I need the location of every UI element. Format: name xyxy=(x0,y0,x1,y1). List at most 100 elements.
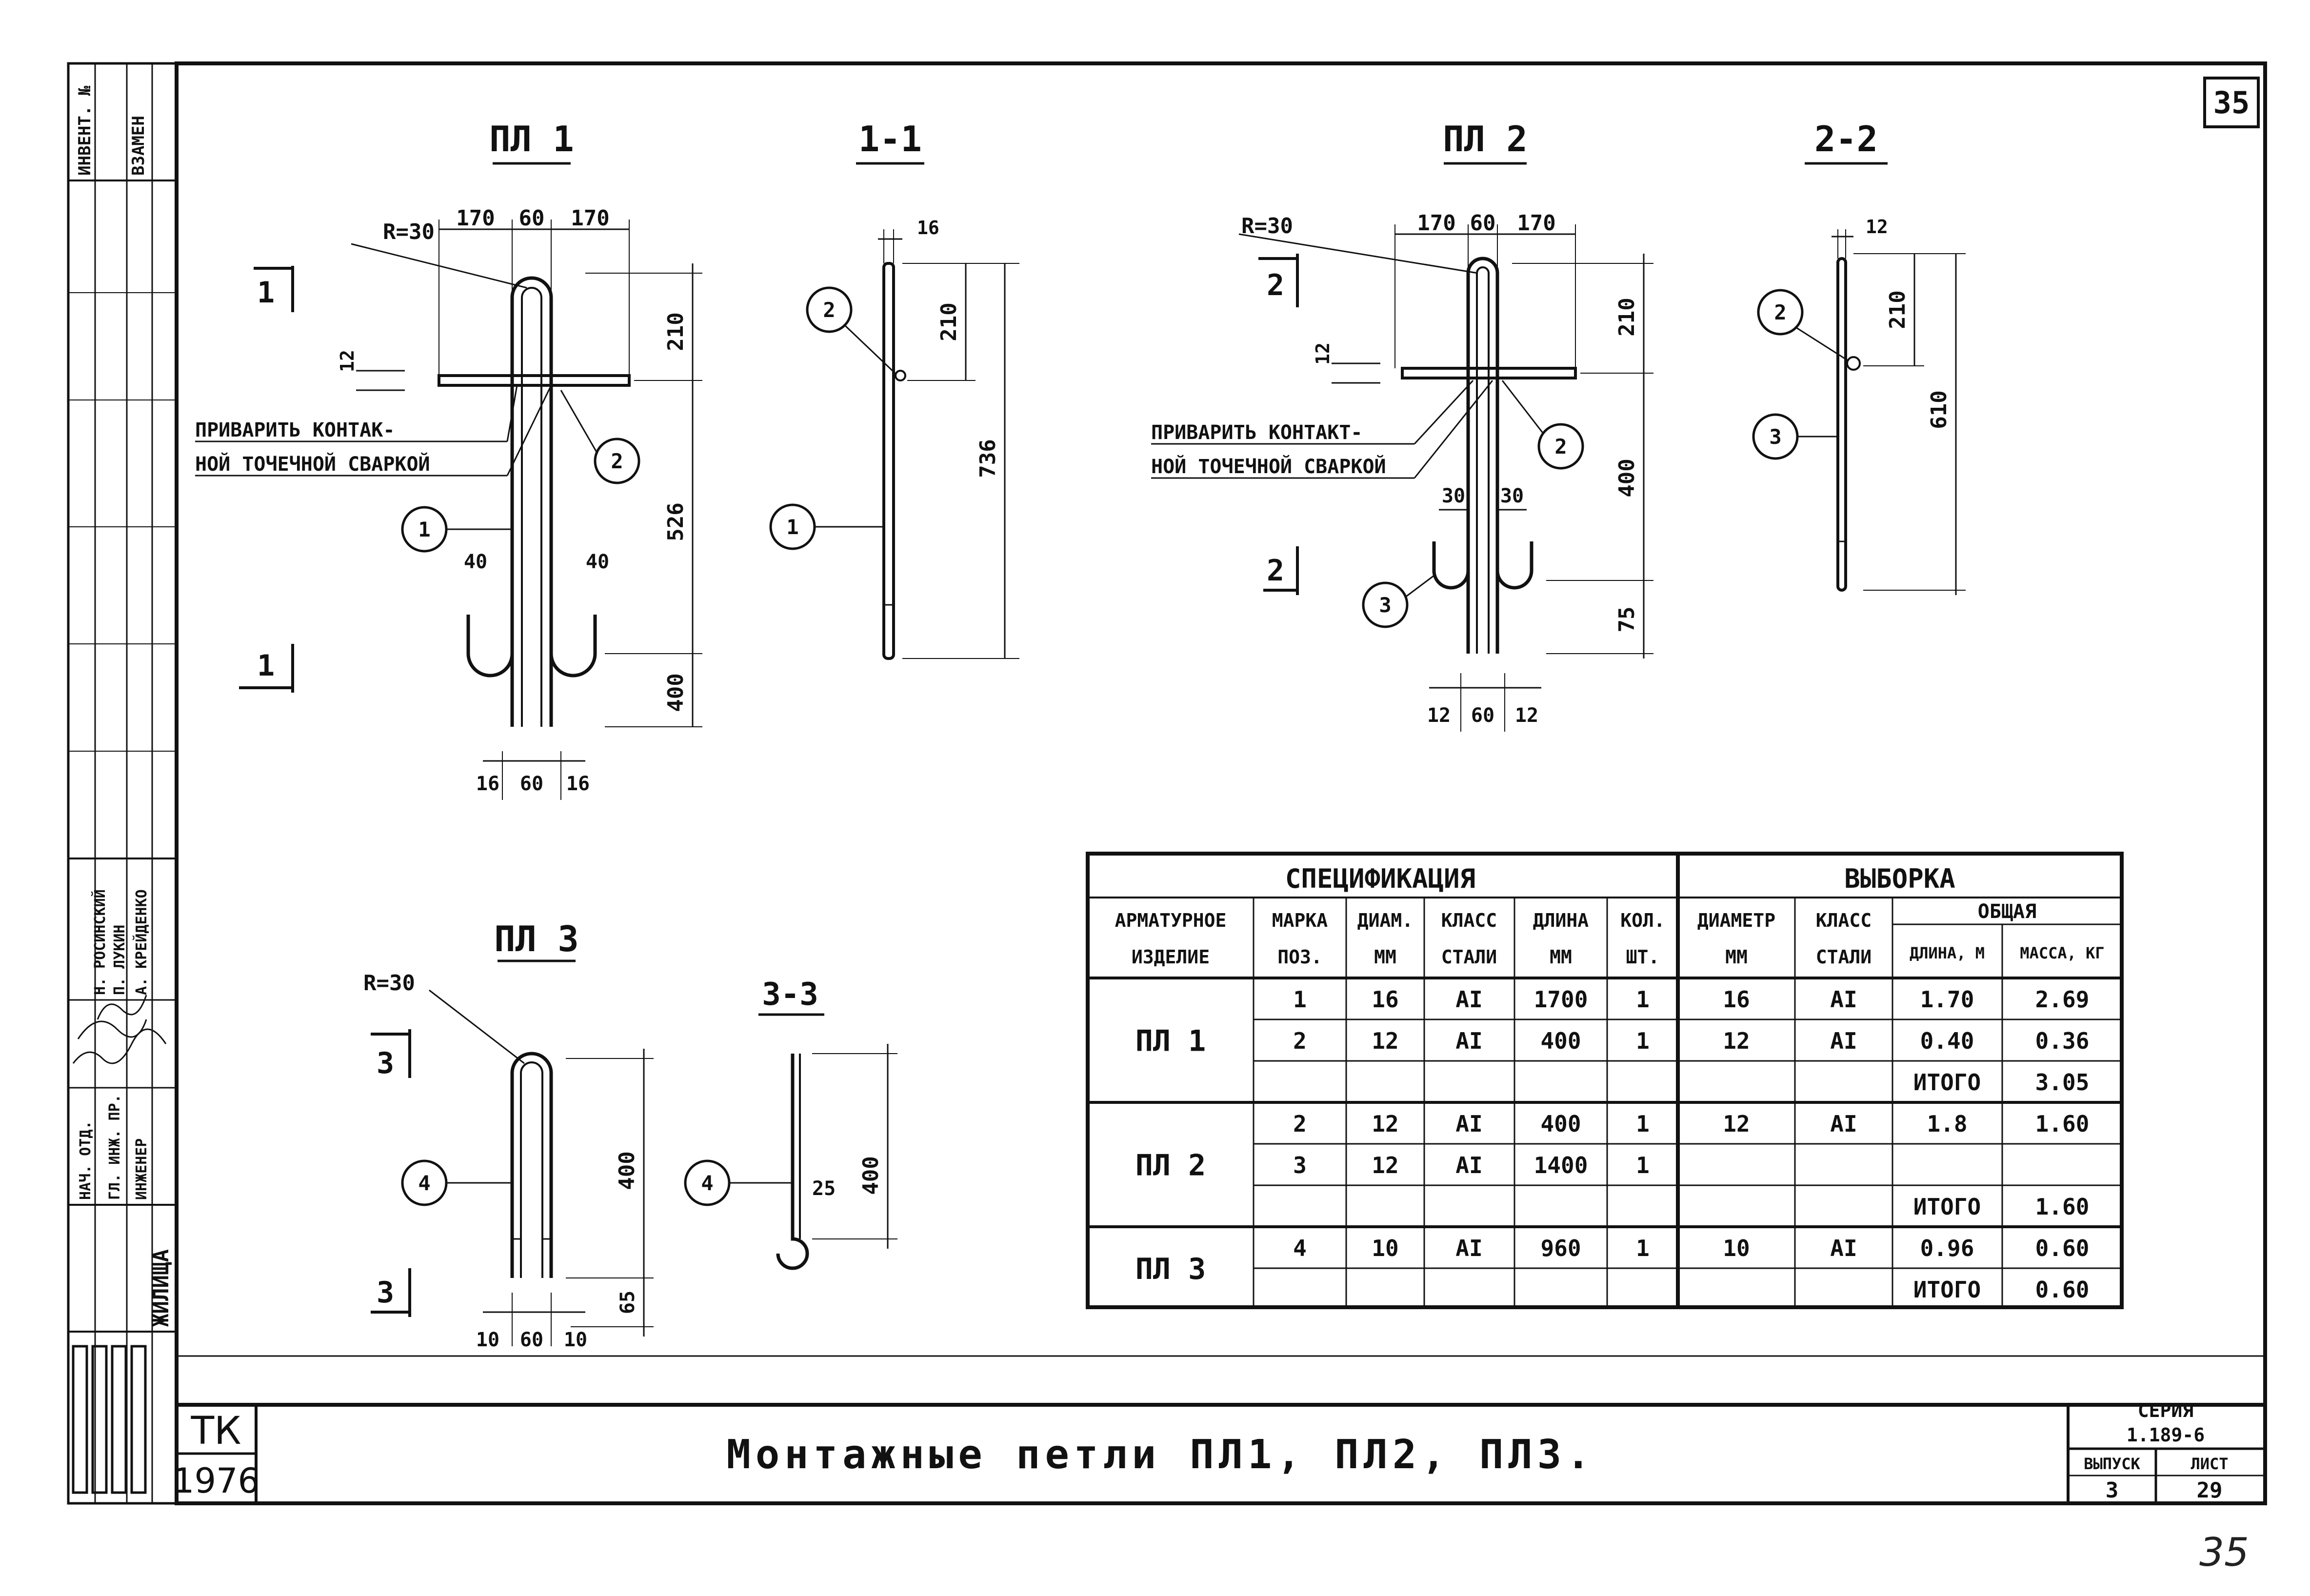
stamp-zamen-label: ВЗАМЕН xyxy=(129,116,148,176)
pl2-dim-t: 12 xyxy=(1312,342,1334,365)
title-block-year: 1976 xyxy=(173,1461,259,1501)
sec11-title: 1-1 xyxy=(858,119,922,160)
spec-table xyxy=(1086,852,2124,1309)
table-cell: 16 xyxy=(1372,986,1398,1013)
pl1-callout-2: 2 xyxy=(611,449,623,473)
title-block-code: ТК xyxy=(190,1409,241,1453)
title-block-title: Монтажные петли ПЛ1, ПЛ2, ПЛ3. xyxy=(726,1432,1595,1478)
pl2-dim-w1: 12 xyxy=(1427,704,1451,727)
pl3-title: ПЛ 3 xyxy=(494,918,578,959)
table-header-cell: КОЛ. xyxy=(1620,910,1665,931)
sec11-dim-h2: 736 xyxy=(976,439,1000,478)
stamp-role-3: ИНЖЕНЕР xyxy=(133,1138,150,1200)
sec22-dim-h1: 210 xyxy=(1885,290,1910,329)
table-cell: AI xyxy=(1830,1028,1857,1054)
table-cell: 4 xyxy=(1293,1235,1307,1261)
pl1-dim-w2: 60 xyxy=(520,773,543,795)
pl2-note-line1: ПРИВАРИТЬ КОНТАКТ- xyxy=(1151,421,1362,444)
pl1-dim-l2: 40 xyxy=(586,551,609,573)
view-pl1: ПЛ 1 xyxy=(195,119,702,800)
table-header-cell: СТАЛИ xyxy=(1441,946,1497,968)
sheet-number: 35 xyxy=(2213,85,2250,120)
title-block-series-label: СЕРИЯ xyxy=(2138,1400,2193,1421)
pl1-radius: R=30 xyxy=(383,219,435,244)
table-header-cell: ДИАМ. xyxy=(1357,910,1413,931)
title-block-issue-label: ВЫПУСК xyxy=(2084,1455,2140,1473)
pl2-note-line2: НОЙ ТОЧЕЧНОЙ СВАРКОЙ xyxy=(1151,455,1386,478)
pl3-radius: R=30 xyxy=(363,971,415,996)
pl3-dim-w1: 10 xyxy=(476,1329,499,1351)
table-cell: AI xyxy=(1455,1152,1482,1178)
table-cell: 0.40 xyxy=(1920,1028,1974,1054)
table-vyb-title: ВЫБОРКА xyxy=(1844,863,1955,894)
table-header-cell: ММ xyxy=(1374,946,1396,968)
table-header-cell: ДИАМЕТР xyxy=(1697,910,1775,931)
pl3-dim-h1: 400 xyxy=(615,1151,639,1190)
table-cell: 1 xyxy=(1293,986,1307,1013)
table-cell: 0.60 xyxy=(2035,1235,2090,1261)
table-cell: ИТОГО xyxy=(1913,1069,1981,1096)
table-header-cell: МАРКА xyxy=(1272,910,1328,931)
table-spec-title: СПЕЦИФИКАЦИЯ xyxy=(1285,863,1475,894)
title-block-sheet-label: ЛИСТ xyxy=(2191,1455,2228,1473)
table-header-cell: ММ xyxy=(1550,946,1572,968)
table-header-cell: СТАЛИ xyxy=(1816,946,1872,968)
table-cell: 0.96 xyxy=(1920,1235,1974,1261)
table-cell: 12 xyxy=(1723,1111,1750,1137)
table-header-cell: ММ xyxy=(1725,946,1748,968)
table-cell: 12 xyxy=(1723,1028,1750,1054)
view-sec22 xyxy=(1752,162,1966,595)
pl1-note-line1: ПРИВАРИТЬ КОНТАК- xyxy=(195,419,395,441)
table-cell: 3 xyxy=(1293,1152,1307,1178)
table-cell: 1.70 xyxy=(1920,986,1974,1013)
pl3-dim-w2: 60 xyxy=(520,1329,543,1351)
sec11-callout-1: 1 xyxy=(786,515,798,539)
table-cell: ИТОГО xyxy=(1913,1194,1981,1220)
pl3-callout-4: 4 xyxy=(418,1171,430,1195)
pl3-cut-top: 3 xyxy=(377,1046,394,1080)
table-cell: 0.60 xyxy=(2035,1277,2090,1303)
stamp-org: ЖИЛИЩА xyxy=(149,1249,174,1327)
sec11-dim-h1: 210 xyxy=(936,302,961,341)
pl2-cut-bottom: 2 xyxy=(1267,554,1284,588)
pl1-dim-c: 170 xyxy=(571,206,609,231)
view-sec11 xyxy=(769,162,1019,660)
pl1-dim-h1: 210 xyxy=(663,312,688,351)
pl2-dim-c: 170 xyxy=(1517,211,1555,236)
pl2-dim-l2: 30 xyxy=(1500,485,1524,507)
title-block-issue-value: 3 xyxy=(2106,1478,2119,1503)
stamp-name-2: П. ЛУКИН xyxy=(111,925,128,996)
table-cell: 12 xyxy=(1372,1028,1398,1054)
table-cell: 10 xyxy=(1372,1235,1398,1261)
stamp-role-1: НАЧ. ОТД. xyxy=(77,1120,94,1200)
table-cell: 10 xyxy=(1723,1235,1750,1261)
title-block-sheet-value: 29 xyxy=(2197,1478,2223,1503)
pl2-dim-h1: 210 xyxy=(1614,298,1639,336)
table-header-cell: ШТ. xyxy=(1626,946,1660,968)
table-cell: AI xyxy=(1830,1235,1857,1261)
table-cell: 1.8 xyxy=(1927,1111,1967,1137)
sec22-dim-d: 12 xyxy=(1866,216,1888,238)
table-cell: 1 xyxy=(1636,1152,1650,1178)
pl1-dim-t: 12 xyxy=(337,350,358,372)
pl3-dim-w3: 10 xyxy=(564,1329,587,1351)
table-header-cell: КЛАСС xyxy=(1441,910,1497,931)
pl1-dim-h2: 526 xyxy=(663,502,688,541)
handwritten-page-number: 35 xyxy=(2199,1530,2249,1575)
sec22-title: 2-2 xyxy=(1814,119,1878,160)
table-header-cell: МАССА, КГ xyxy=(2020,944,2104,962)
table-headers: АРМАТУРНОЕИЗДЕЛИЕМАРКАПОЗ.ДИАМ.ММКЛАСССТ… xyxy=(1115,910,2105,968)
table-cell: 1 xyxy=(1636,1235,1650,1261)
table-cell: 1 xyxy=(1636,986,1650,1013)
table-cell: 400 xyxy=(1540,1028,1581,1054)
left-stamp xyxy=(67,62,178,1505)
pl2-title: ПЛ 2 xyxy=(1443,119,1527,160)
table-cell: 0.36 xyxy=(2035,1028,2090,1054)
pl2-callout-2: 2 xyxy=(1554,435,1567,459)
pl2-dim-a: 170 xyxy=(1417,211,1455,236)
table-cell: AI xyxy=(1830,986,1857,1013)
table-obsh-title: ОБЩАЯ xyxy=(1978,900,2036,923)
table-cell: 3.05 xyxy=(2035,1069,2090,1096)
table-cell: 2 xyxy=(1293,1111,1307,1137)
